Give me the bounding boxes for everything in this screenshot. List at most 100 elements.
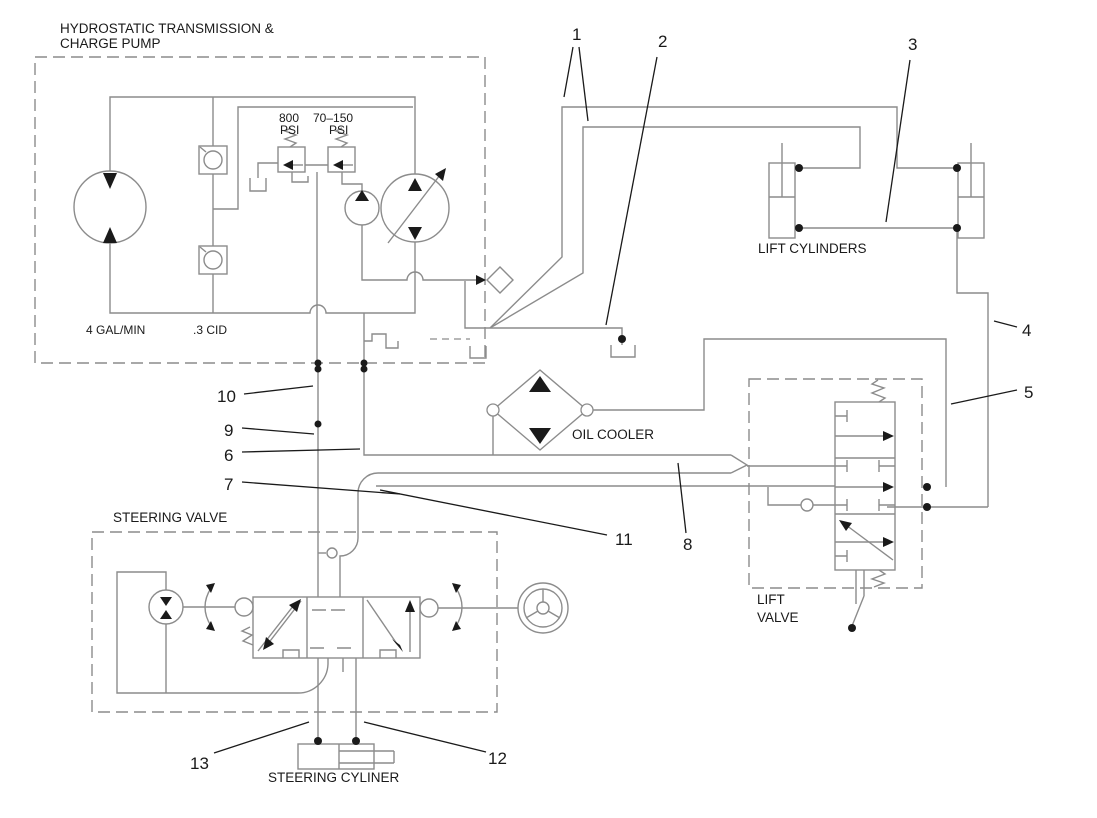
tank-symbol-relief	[249, 178, 267, 192]
steering-metering-motor	[148, 589, 184, 625]
charge-pump-symbol	[341, 172, 478, 281]
motor-flow-triangle-up	[103, 227, 117, 243]
steering-check-ball	[326, 547, 338, 559]
steering-valve-roller-right	[419, 598, 439, 618]
displacement-label: .3 CID	[193, 323, 227, 337]
steering-cylinder-label: STEERING CYLINER	[268, 770, 400, 785]
lift-cylinder-right	[957, 143, 985, 239]
steering-valve-roller-left	[234, 597, 254, 617]
lift-supply-lines	[430, 106, 957, 359]
transmission-title-line1: HYDROSTATIC TRANSMISSION &	[60, 21, 274, 36]
hose-chevron	[730, 454, 749, 474]
oil-cooler: OIL COOLER	[486, 338, 947, 487]
lift-valve: LIFT VALVE	[748, 378, 988, 627]
lift-return-line-4	[956, 230, 989, 507]
cooler-triangle-down	[529, 428, 551, 444]
lift-valve-check-line	[767, 487, 835, 506]
pilot-rail	[213, 106, 413, 210]
oil-cooler-diamond	[491, 369, 589, 451]
leader-10	[243, 385, 314, 395]
leader-7	[241, 481, 401, 495]
lift-cylinders: LIFT CYLINDERS	[758, 143, 989, 507]
callout-10: 10	[217, 387, 236, 406]
relief-800-unit: PSI	[280, 123, 299, 137]
lift-valve-check-ball	[800, 498, 814, 512]
coupler-diamond	[476, 266, 514, 294]
leader-2	[605, 56, 658, 326]
lift-line-outer	[489, 106, 957, 329]
charge-pump-triangle	[355, 190, 369, 201]
relief-tank-line	[257, 162, 278, 178]
callout-5: 5	[1024, 383, 1033, 402]
steering-cylinder: STEERING CYLINER	[268, 743, 400, 785]
cooler-feed-line-6	[363, 313, 731, 456]
transmission-dashed-boundary	[34, 56, 486, 364]
rotation-arrows-left	[204, 583, 215, 631]
relief-800-spring	[282, 127, 299, 148]
pump-triangle-up	[408, 178, 422, 191]
leader-6	[241, 448, 361, 453]
leader-12	[363, 721, 487, 753]
hydrostatic-transmission-box: 4 GAL/MIN .3 CID 800 PSI 70–150 PSI	[34, 56, 514, 364]
callout-2: 2	[658, 32, 667, 51]
lift-valve-spring-bottom	[869, 569, 887, 588]
output-arrowhead	[476, 275, 486, 285]
callout-13: 13	[190, 754, 209, 773]
cooler-outlet-line-5	[593, 338, 947, 487]
pump-variable-arrow	[387, 174, 441, 244]
pump-triangle-down	[408, 227, 422, 240]
callout-9: 9	[224, 421, 233, 440]
rotation-arrows-right	[452, 583, 463, 631]
top-rail	[109, 96, 416, 174]
lift-cylinder-left	[768, 143, 796, 239]
callout-1: 1	[572, 25, 581, 44]
relief-valve-800psi	[277, 127, 309, 183]
callout-7: 7	[224, 475, 233, 494]
leader-13	[213, 721, 310, 754]
leader-4	[993, 320, 1018, 328]
leader-8	[677, 462, 687, 534]
oil-cooler-label: OIL COOLER	[572, 427, 654, 442]
check-valve-upper	[198, 145, 228, 175]
callout-6: 6	[224, 446, 233, 465]
lift-line-inner	[489, 126, 861, 329]
callout-3: 3	[908, 35, 917, 54]
callout-12: 12	[488, 749, 507, 768]
steering-valve-dashed-boundary	[91, 531, 498, 713]
steering-valve: STEERING VALVE	[91, 361, 569, 744]
callout-11: 11	[615, 530, 633, 549]
check-valve-lower	[198, 245, 228, 275]
lift-valve-label-line1: LIFT	[757, 592, 785, 607]
steering-wheel-icon	[517, 582, 569, 634]
flow-rating-label: 4 GAL/MIN	[86, 323, 145, 337]
tank-symbol-junction	[610, 345, 636, 358]
lift-valve-spring-top	[870, 379, 887, 403]
relief-800-value: 800	[279, 111, 299, 125]
lift-valve-dashed-boundary	[748, 378, 923, 589]
transmission-title-line2: CHARGE PUMP	[60, 36, 161, 51]
leader-3	[885, 59, 911, 223]
cooler-triangle-up	[529, 376, 551, 392]
junction-to-tank-line	[464, 281, 623, 345]
lift-valve-lever	[851, 570, 865, 627]
relief-70150-spring	[333, 127, 350, 148]
callout-4: 4	[1022, 321, 1031, 340]
callouts: 1 2 3 4 5 6 7 8 9 10 11 12 13	[190, 25, 1033, 773]
relief-70150-arrow	[333, 160, 343, 170]
hydrostatic-motor-symbol	[73, 170, 147, 244]
callout-8: 8	[683, 535, 692, 554]
lift-valve-body	[834, 401, 896, 571]
relief-70150-value: 70–150	[313, 111, 353, 125]
mid-circuit-lines	[339, 313, 835, 597]
check-valve-column	[198, 97, 228, 313]
relief-800-arrow	[283, 160, 293, 170]
steering-valve-spring	[240, 626, 254, 646]
steering-cylinder-lines	[317, 658, 357, 744]
steering-valve-body	[252, 596, 421, 659]
vent-step	[364, 333, 399, 349]
leader-11	[379, 489, 608, 536]
leader-5	[950, 389, 1018, 405]
feedback-loop-line	[116, 571, 329, 694]
